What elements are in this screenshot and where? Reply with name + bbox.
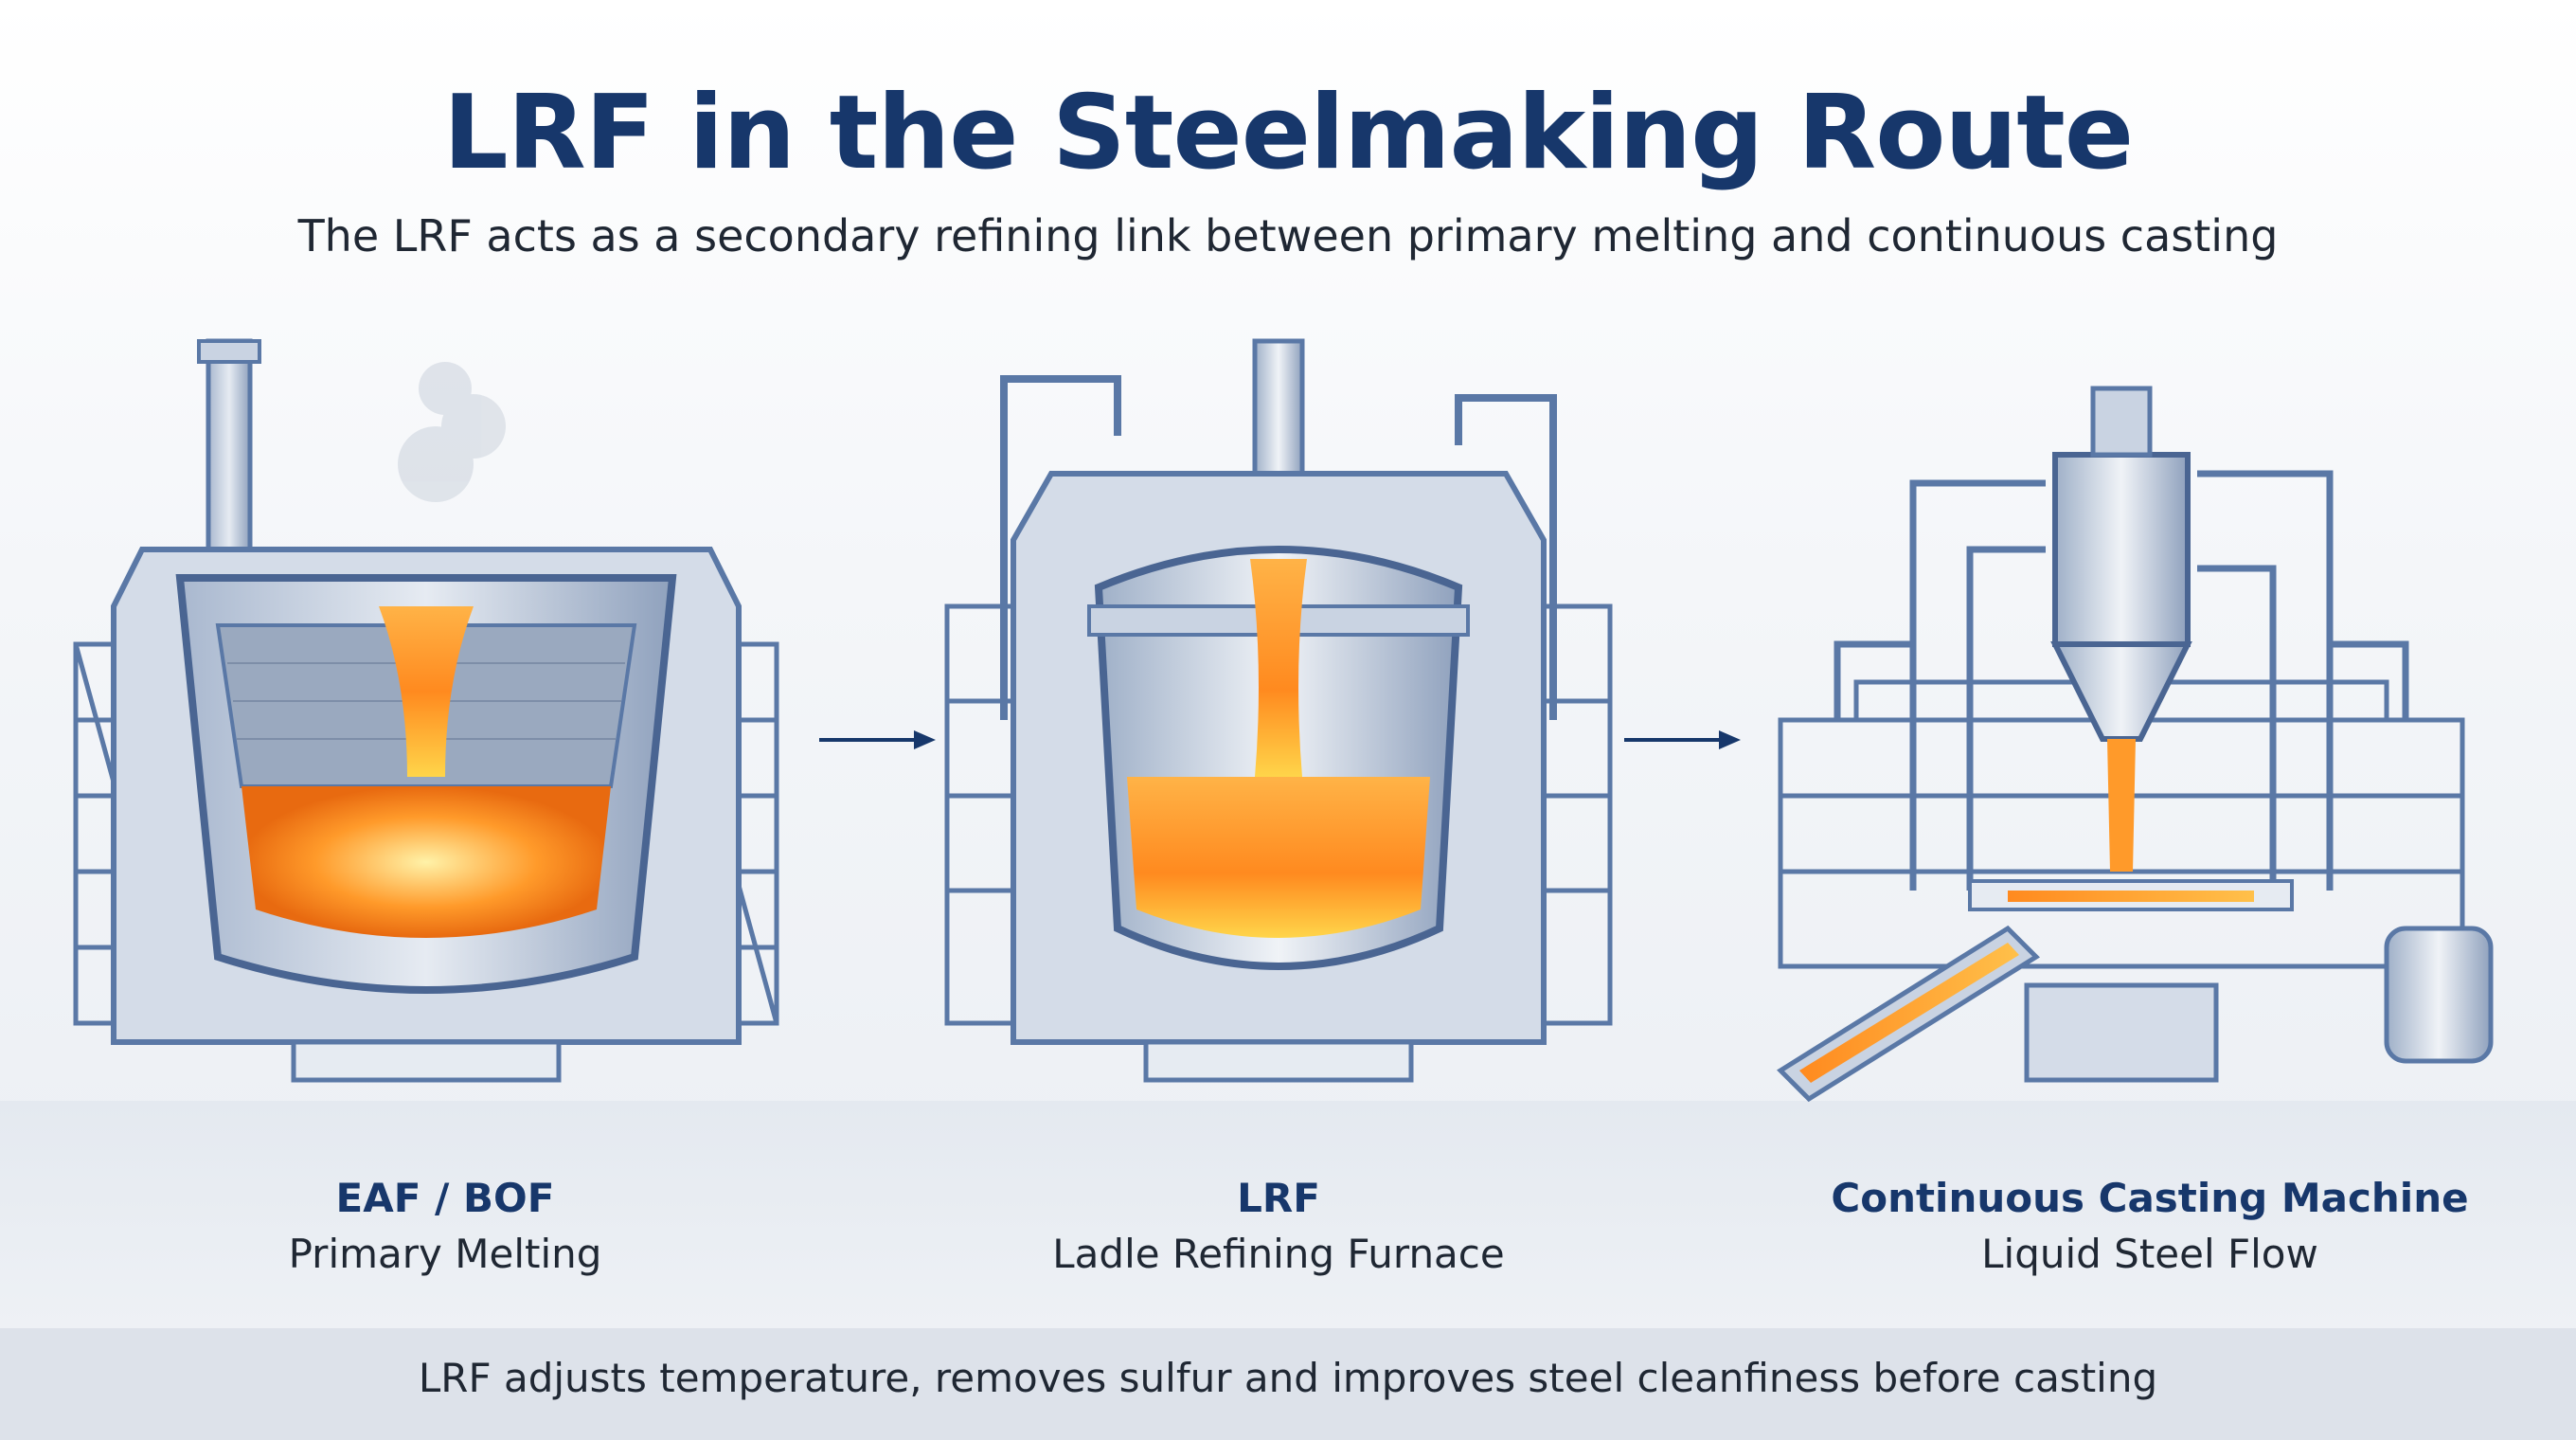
page-subtitle: The LRF acts as a secondary refining lin… (297, 210, 2279, 261)
stage-name: EAF / BOF (335, 1175, 555, 1221)
stage-name: Continuous Casting Machine (1831, 1175, 2469, 1221)
ladle-refining-furnace-icon (944, 338, 1613, 1083)
stage-label-continuous-casting: Continuous Casting Machine Liquid Steel … (1799, 1175, 2500, 1277)
eaf-bof-furnace-icon (73, 338, 779, 1083)
continuous-casting-machine-icon (1777, 386, 2494, 1103)
flow-arrow-icon (1624, 730, 1741, 749)
flow-arrow-icon (819, 730, 936, 749)
footer-band (0, 1328, 2576, 1440)
stage-role: Primary Melting (288, 1231, 602, 1277)
footer-note: LRF adjusts temperature, removes sulfur … (418, 1355, 2158, 1401)
stage-name: LRF (1237, 1175, 1320, 1221)
stage-role: Ladle Refining Furnace (1052, 1231, 1505, 1277)
stage-label-eaf-bof: EAF / BOF Primary Melting (161, 1175, 729, 1277)
page-title: LRF in the Steelmaking Route (442, 74, 2134, 192)
stage-label-lrf: LRF Ladle Refining Furnace (994, 1175, 1563, 1277)
stage-role: Liquid Steel Flow (1981, 1231, 2318, 1277)
floor-band (0, 1101, 2576, 1328)
